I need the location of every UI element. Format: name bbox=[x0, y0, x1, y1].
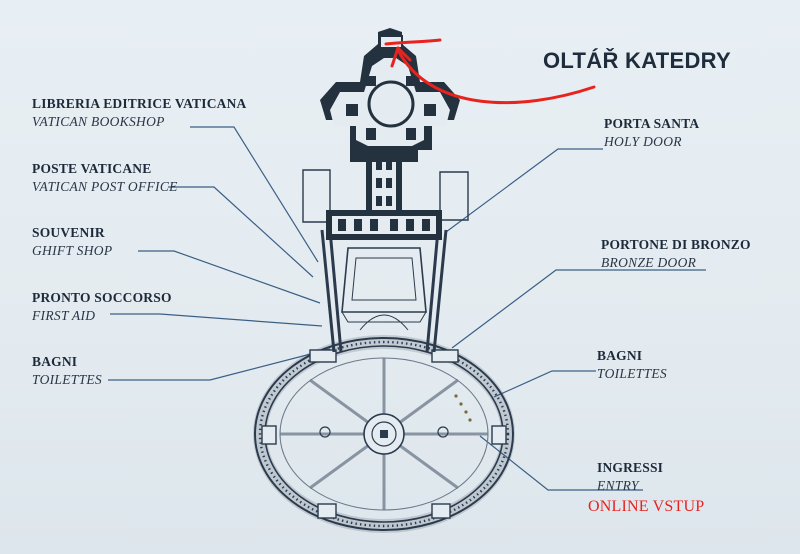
bronze-door-title: PORTONE DI BRONZO bbox=[601, 237, 751, 252]
corridors bbox=[320, 229, 448, 353]
toilets-right-title: BAGNI bbox=[597, 348, 643, 363]
leader-line-bookshop bbox=[190, 126, 319, 263]
souvenir-title: SOUVENIR bbox=[32, 225, 105, 240]
label-bookshop: LIBRERIA EDITRICE VATICANA VATICAN BOOKS… bbox=[32, 97, 247, 128]
entry-subtitle: ENTRY bbox=[597, 477, 639, 493]
toilets-right-subtitle: TOILETTES bbox=[597, 365, 667, 381]
leader-lines bbox=[108, 126, 706, 491]
leader-line-toilets-left bbox=[108, 348, 331, 381]
post-title: POSTE VATICANE bbox=[32, 161, 152, 176]
fountain-icon bbox=[437, 426, 449, 438]
leader-line-souvenir bbox=[138, 250, 321, 304]
label-bronze-door: PORTONE DI BRONZO BRONZE DOOR bbox=[601, 238, 751, 269]
label-toilets-left: BAGNI TOILETTES bbox=[32, 355, 102, 386]
piazza bbox=[253, 335, 515, 533]
obelisk-icon bbox=[380, 430, 388, 438]
bookshop-subtitle: VATICAN BOOKSHOP bbox=[32, 113, 165, 129]
entry-title: INGRESSI bbox=[597, 460, 664, 475]
basilica bbox=[320, 28, 460, 240]
toilets-left-title: BAGNI bbox=[32, 354, 78, 369]
leader-line-post bbox=[168, 186, 314, 278]
leader-line-bronze-door bbox=[451, 269, 706, 349]
label-toilets-right: BAGNI TOILETTES bbox=[597, 349, 667, 380]
holy-door-subtitle: HOLY DOOR bbox=[604, 133, 682, 149]
label-souvenir: SOUVENIR GHIFT SHOP bbox=[32, 226, 112, 257]
souvenir-subtitle: GHIFT SHOP bbox=[32, 242, 113, 258]
first-aid-title: PRONTO SOCCORSO bbox=[32, 290, 172, 305]
leader-line-entry bbox=[479, 435, 643, 491]
toilets-left-subtitle: TOILETTES bbox=[32, 371, 102, 387]
cathedra-annotation: OLTÁŘ KATEDRY bbox=[543, 48, 732, 73]
holy-door-title: PORTA SANTA bbox=[604, 116, 700, 131]
online-entry-annotation: ONLINE VSTUP bbox=[588, 498, 705, 515]
label-post: POSTE VATICANE VATICAN POST OFFICE bbox=[32, 162, 178, 193]
post-subtitle: VATICAN POST OFFICE bbox=[32, 178, 178, 194]
bronze-door-subtitle: BRONZE DOOR bbox=[601, 254, 697, 270]
leader-line-first-aid bbox=[110, 313, 323, 327]
forecourt bbox=[341, 247, 427, 331]
leader-line-holy-door bbox=[445, 148, 603, 233]
first-aid-subtitle: FIRST AID bbox=[32, 307, 96, 323]
label-first-aid: PRONTO SOCCORSO FIRST AID bbox=[32, 291, 172, 322]
label-holy-door: PORTA SANTA HOLY DOOR bbox=[604, 117, 699, 148]
bookshop-title: LIBRERIA EDITRICE VATICANA bbox=[32, 96, 247, 111]
red-arrow bbox=[384, 38, 596, 105]
fountain-icon bbox=[319, 426, 331, 438]
leader-line-toilets-right bbox=[493, 370, 596, 398]
label-entry: INGRESSI ENTRY bbox=[597, 461, 663, 492]
